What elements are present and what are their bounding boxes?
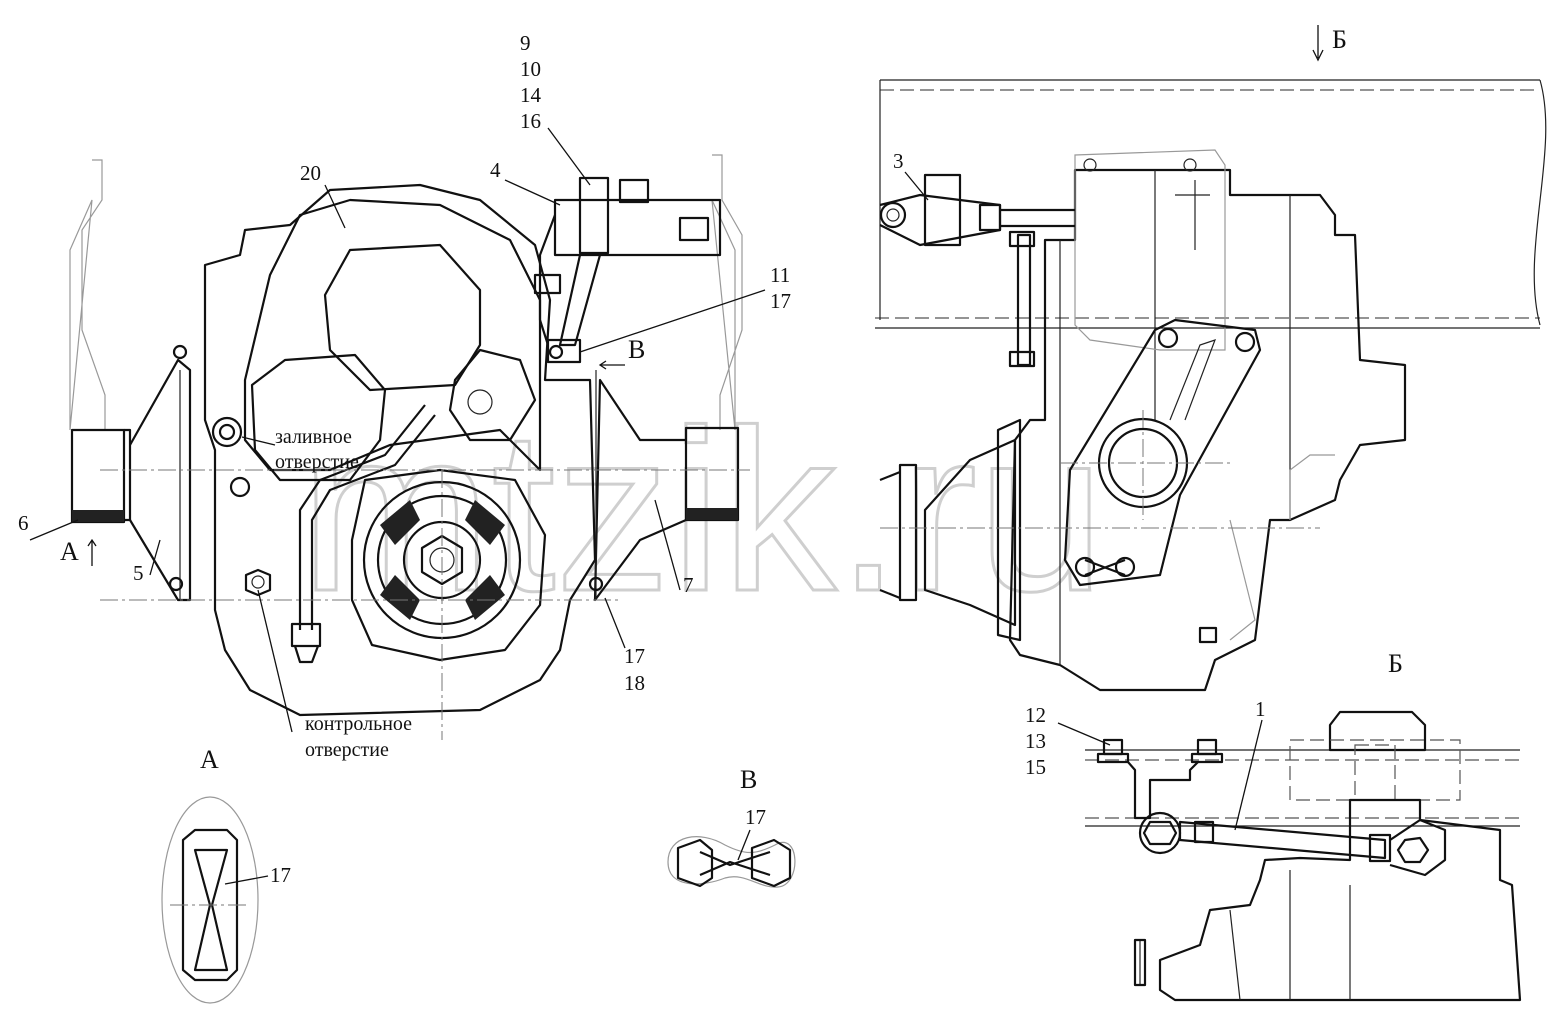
callout-17c: 17: [745, 805, 766, 829]
callout-14: 14: [520, 83, 542, 107]
callout-3: 3: [893, 149, 904, 173]
view-v-title: В: [740, 765, 757, 794]
view-a-arrow: А: [60, 537, 79, 566]
view-a-detail: А 17: [161, 745, 291, 1004]
main-view-labels: 9 10 14 16 4 20 11 17 В заливное отверст…: [18, 31, 791, 761]
callout-7: 7: [683, 573, 694, 597]
callout-5: 5: [133, 561, 144, 585]
callout-18: 18: [624, 671, 645, 695]
control-hole-label-1: контрольное: [305, 713, 412, 735]
view-b-arrow-group: Б: [1312, 25, 1347, 62]
callout-11: 11: [770, 263, 790, 287]
control-hole-label-2: отверстие: [305, 739, 389, 761]
view-v-arrow: В: [628, 335, 645, 364]
callout-20: 20: [300, 161, 321, 185]
callout-17a: 17: [770, 289, 791, 313]
side-view: 3: [875, 79, 1547, 692]
view-v-detail: В 17: [667, 765, 796, 888]
view-b-arrow: Б: [1332, 25, 1347, 54]
fill-hole-label-2: отверстие: [275, 451, 359, 473]
fill-hole-label-1: заливное: [275, 426, 352, 448]
callout-13: 13: [1025, 729, 1046, 753]
view-b-detail: Б 12 13 15 1: [1025, 649, 1522, 1002]
callout-17d: 17: [270, 863, 291, 887]
callout-6: 6: [18, 511, 29, 535]
callout-9: 9: [520, 31, 531, 55]
callout-15: 15: [1025, 755, 1046, 779]
callout-16: 16: [520, 109, 541, 133]
callout-1: 1: [1255, 697, 1266, 721]
view-a-title: А: [200, 745, 219, 774]
callout-10: 10: [520, 57, 541, 81]
callout-12: 12: [1025, 703, 1046, 727]
callout-17b: 17: [624, 644, 645, 668]
view-b-title: Б: [1388, 649, 1403, 678]
callout-4: 4: [490, 158, 501, 182]
main-front-view: [69, 154, 750, 740]
